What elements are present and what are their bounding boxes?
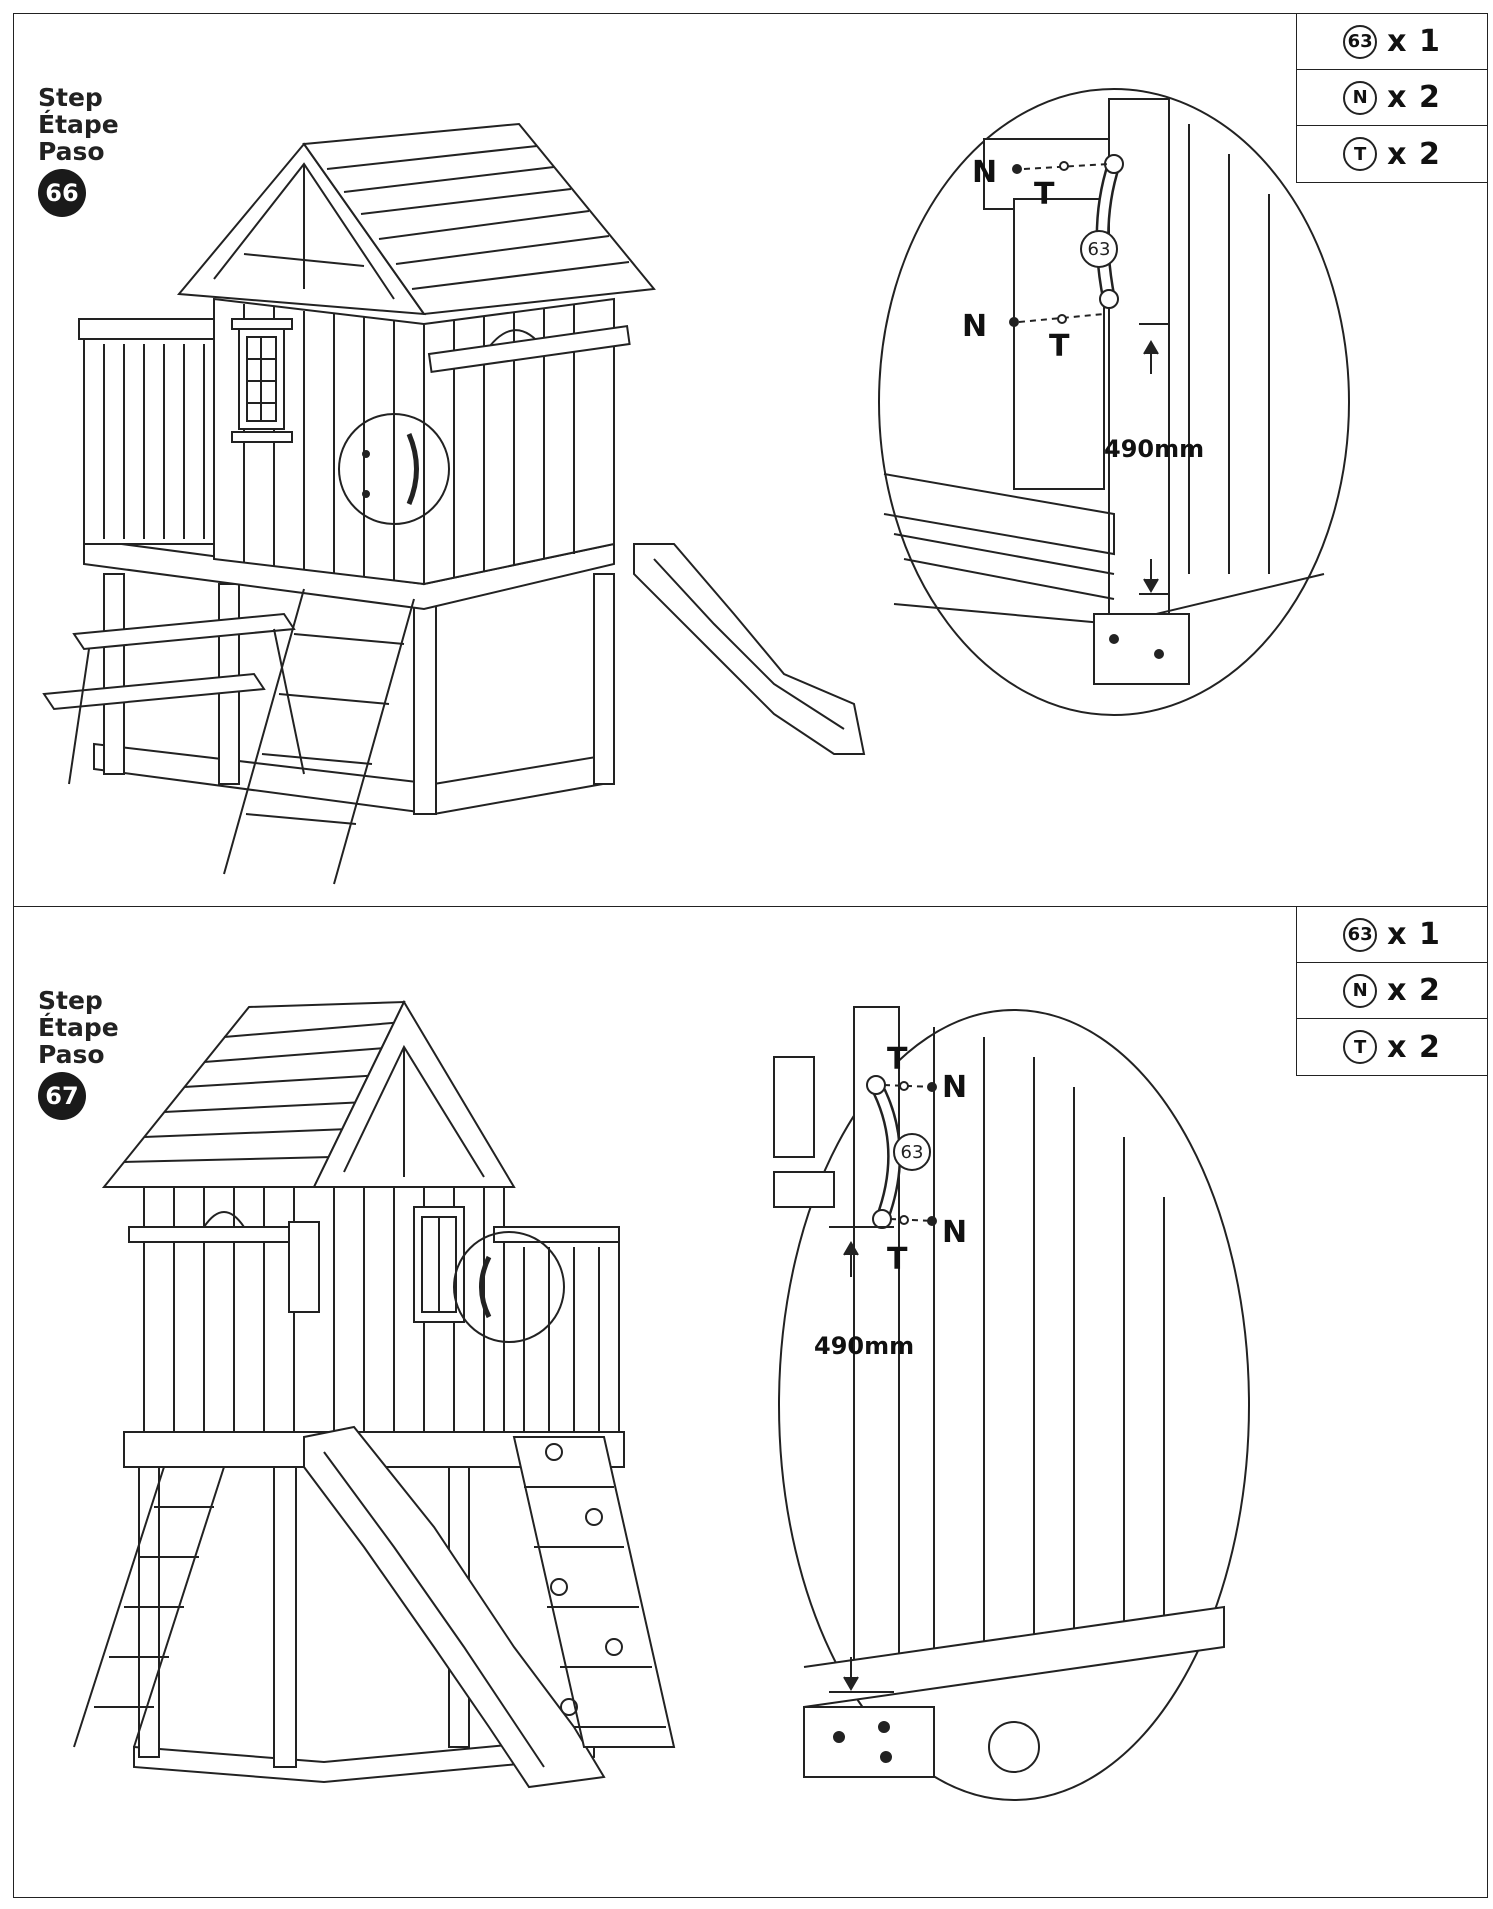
height-dimension: 490mm — [814, 1332, 914, 1360]
playhouse-illustration: 63 T N N T 490mm — [73, 999, 1250, 1801]
playhouse-illustration: 63 N T N T 490mm — [42, 88, 1350, 885]
step-label: Step Étape Paso 67 — [38, 987, 119, 1120]
step-label-es: Paso — [38, 137, 105, 166]
callout-nut-bottom: N — [942, 1215, 967, 1250]
part-row: T x 2 — [1297, 1019, 1487, 1075]
step-label-fr: Étape — [38, 110, 119, 139]
part-63-icon: 63 — [1343, 24, 1378, 59]
part-quantity: x 1 — [1387, 24, 1441, 59]
part-row: N x 2 — [1297, 963, 1487, 1019]
parts-list: 63 x 1 N x 2 T x 2 — [1296, 906, 1488, 1076]
part-row: N x 2 — [1297, 70, 1487, 126]
step-label-fr: Étape — [38, 1013, 119, 1042]
part-row: 63 x 1 — [1297, 14, 1487, 70]
height-dimension: 490mm — [1104, 435, 1204, 463]
t-nut-icon: T — [1343, 1030, 1378, 1064]
step-66-panel: Step Étape Paso 66 63 x 1 N x 2 T x 2 — [13, 13, 1488, 907]
callout-tnut-top: T — [1034, 177, 1055, 212]
part-quantity: x 2 — [1387, 136, 1441, 172]
step-number-badge: 67 — [38, 1072, 86, 1120]
callout-nut-top: N — [972, 155, 997, 190]
callout-nut-top: N — [942, 1070, 967, 1105]
step-label-en: Step — [38, 83, 103, 112]
nut-icon: N — [1343, 80, 1378, 115]
step-number-badge: 66 — [38, 169, 86, 217]
callout-nut-bottom: N — [962, 309, 987, 344]
part-quantity: x 2 — [1387, 80, 1441, 115]
part-row: T x 2 — [1297, 126, 1487, 182]
step-label: Step Étape Paso 66 — [38, 84, 119, 217]
part-63-icon: 63 — [1343, 917, 1378, 952]
nut-icon: N — [1343, 973, 1378, 1008]
callout-part-number: 63 — [1088, 239, 1111, 260]
callout-tnut-top: T — [887, 1042, 908, 1077]
part-quantity: x 2 — [1387, 1029, 1441, 1065]
callout-tnut-bottom: T — [887, 1242, 908, 1277]
callout-part-number: 63 — [901, 1142, 924, 1163]
part-quantity: x 2 — [1387, 973, 1441, 1008]
parts-list: 63 x 1 N x 2 T x 2 — [1296, 13, 1488, 183]
t-nut-icon: T — [1343, 137, 1378, 171]
callout-tnut-bottom: T — [1049, 329, 1070, 364]
part-row: 63 x 1 — [1297, 907, 1487, 963]
part-quantity: x 1 — [1387, 917, 1441, 952]
step-label-es: Paso — [38, 1040, 105, 1069]
step-67-panel: Step Étape Paso 67 63 x 1 N x 2 T x 2 — [13, 906, 1488, 1898]
step-label-en: Step — [38, 986, 103, 1015]
